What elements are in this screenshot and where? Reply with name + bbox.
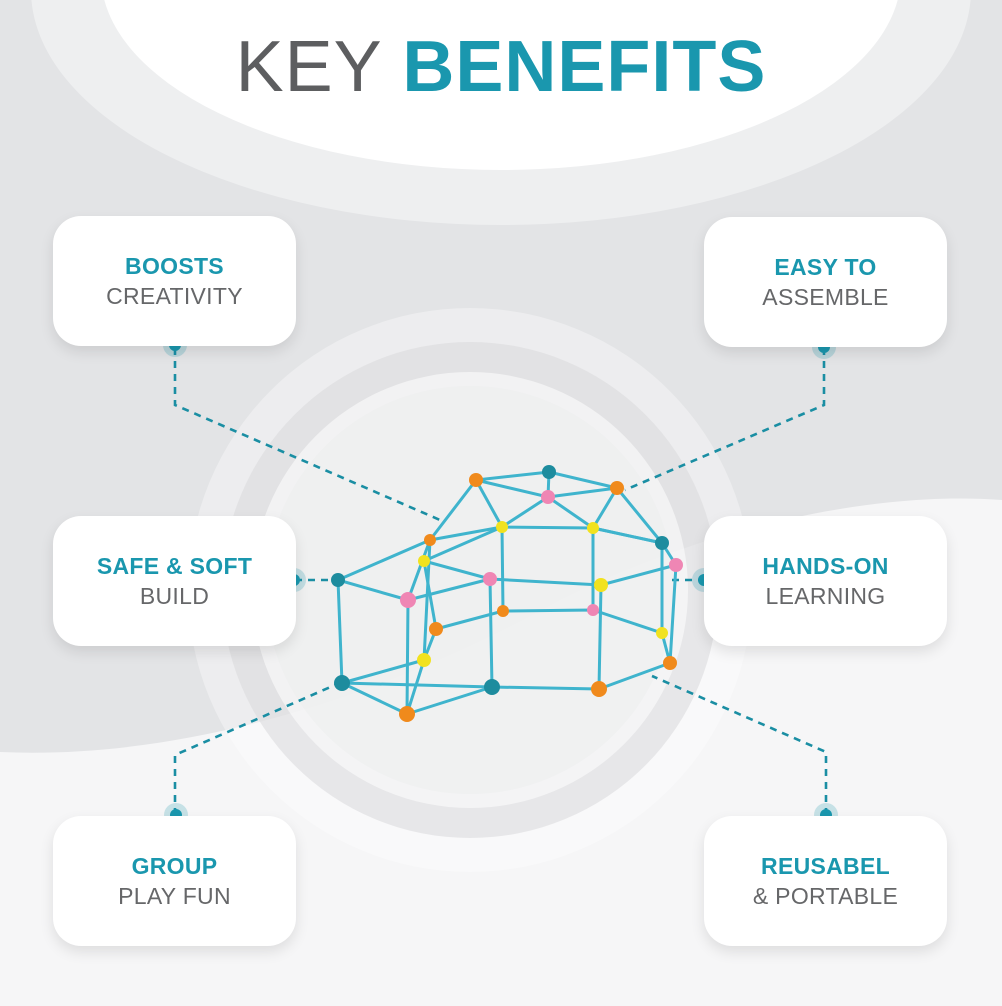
benefit-card-group: GROUP PLAY FUN — [53, 816, 296, 946]
connector-easy — [624, 348, 826, 492]
benefit-title: GROUP — [131, 853, 218, 879]
benefit-card-easy: EASY TO ASSEMBLE — [704, 217, 947, 347]
benefit-title: EASY TO — [774, 254, 877, 280]
benefit-title: SAFE & SOFT — [96, 553, 253, 579]
benefit-title: REUSABEL — [761, 853, 890, 879]
title-bold: BENEFITS — [402, 27, 767, 107]
title-light: KEY — [235, 27, 382, 107]
benefit-subtitle: ASSEMBLE — [762, 284, 889, 310]
benefit-card-safe: SAFE & SOFT BUILD — [53, 516, 296, 646]
fort-rods — [333, 470, 678, 716]
benefit-subtitle: & PORTABLE — [752, 883, 899, 909]
connector-boosts — [173, 348, 441, 522]
benefit-title: BOOSTS — [125, 253, 224, 279]
connector-reusabel — [651, 674, 828, 815]
connector-group — [173, 683, 336, 815]
benefit-subtitle: PLAY FUN — [118, 883, 231, 909]
benefit-card-reusabel: REUSABEL & PORTABLE — [704, 816, 947, 946]
page-title: KEY BENEFITS — [0, 22, 1002, 112]
benefit-subtitle: BUILD — [139, 583, 210, 609]
benefit-card-boosts: BOOSTS CREATIVITY — [53, 216, 296, 346]
fort-connectors — [331, 465, 683, 722]
benefit-title: HANDS-ON — [762, 553, 889, 579]
benefit-subtitle: CREATIVITY — [106, 283, 243, 309]
benefit-subtitle: LEARNING — [765, 583, 886, 609]
benefit-card-hands-on: HANDS-ON LEARNING — [704, 516, 947, 646]
